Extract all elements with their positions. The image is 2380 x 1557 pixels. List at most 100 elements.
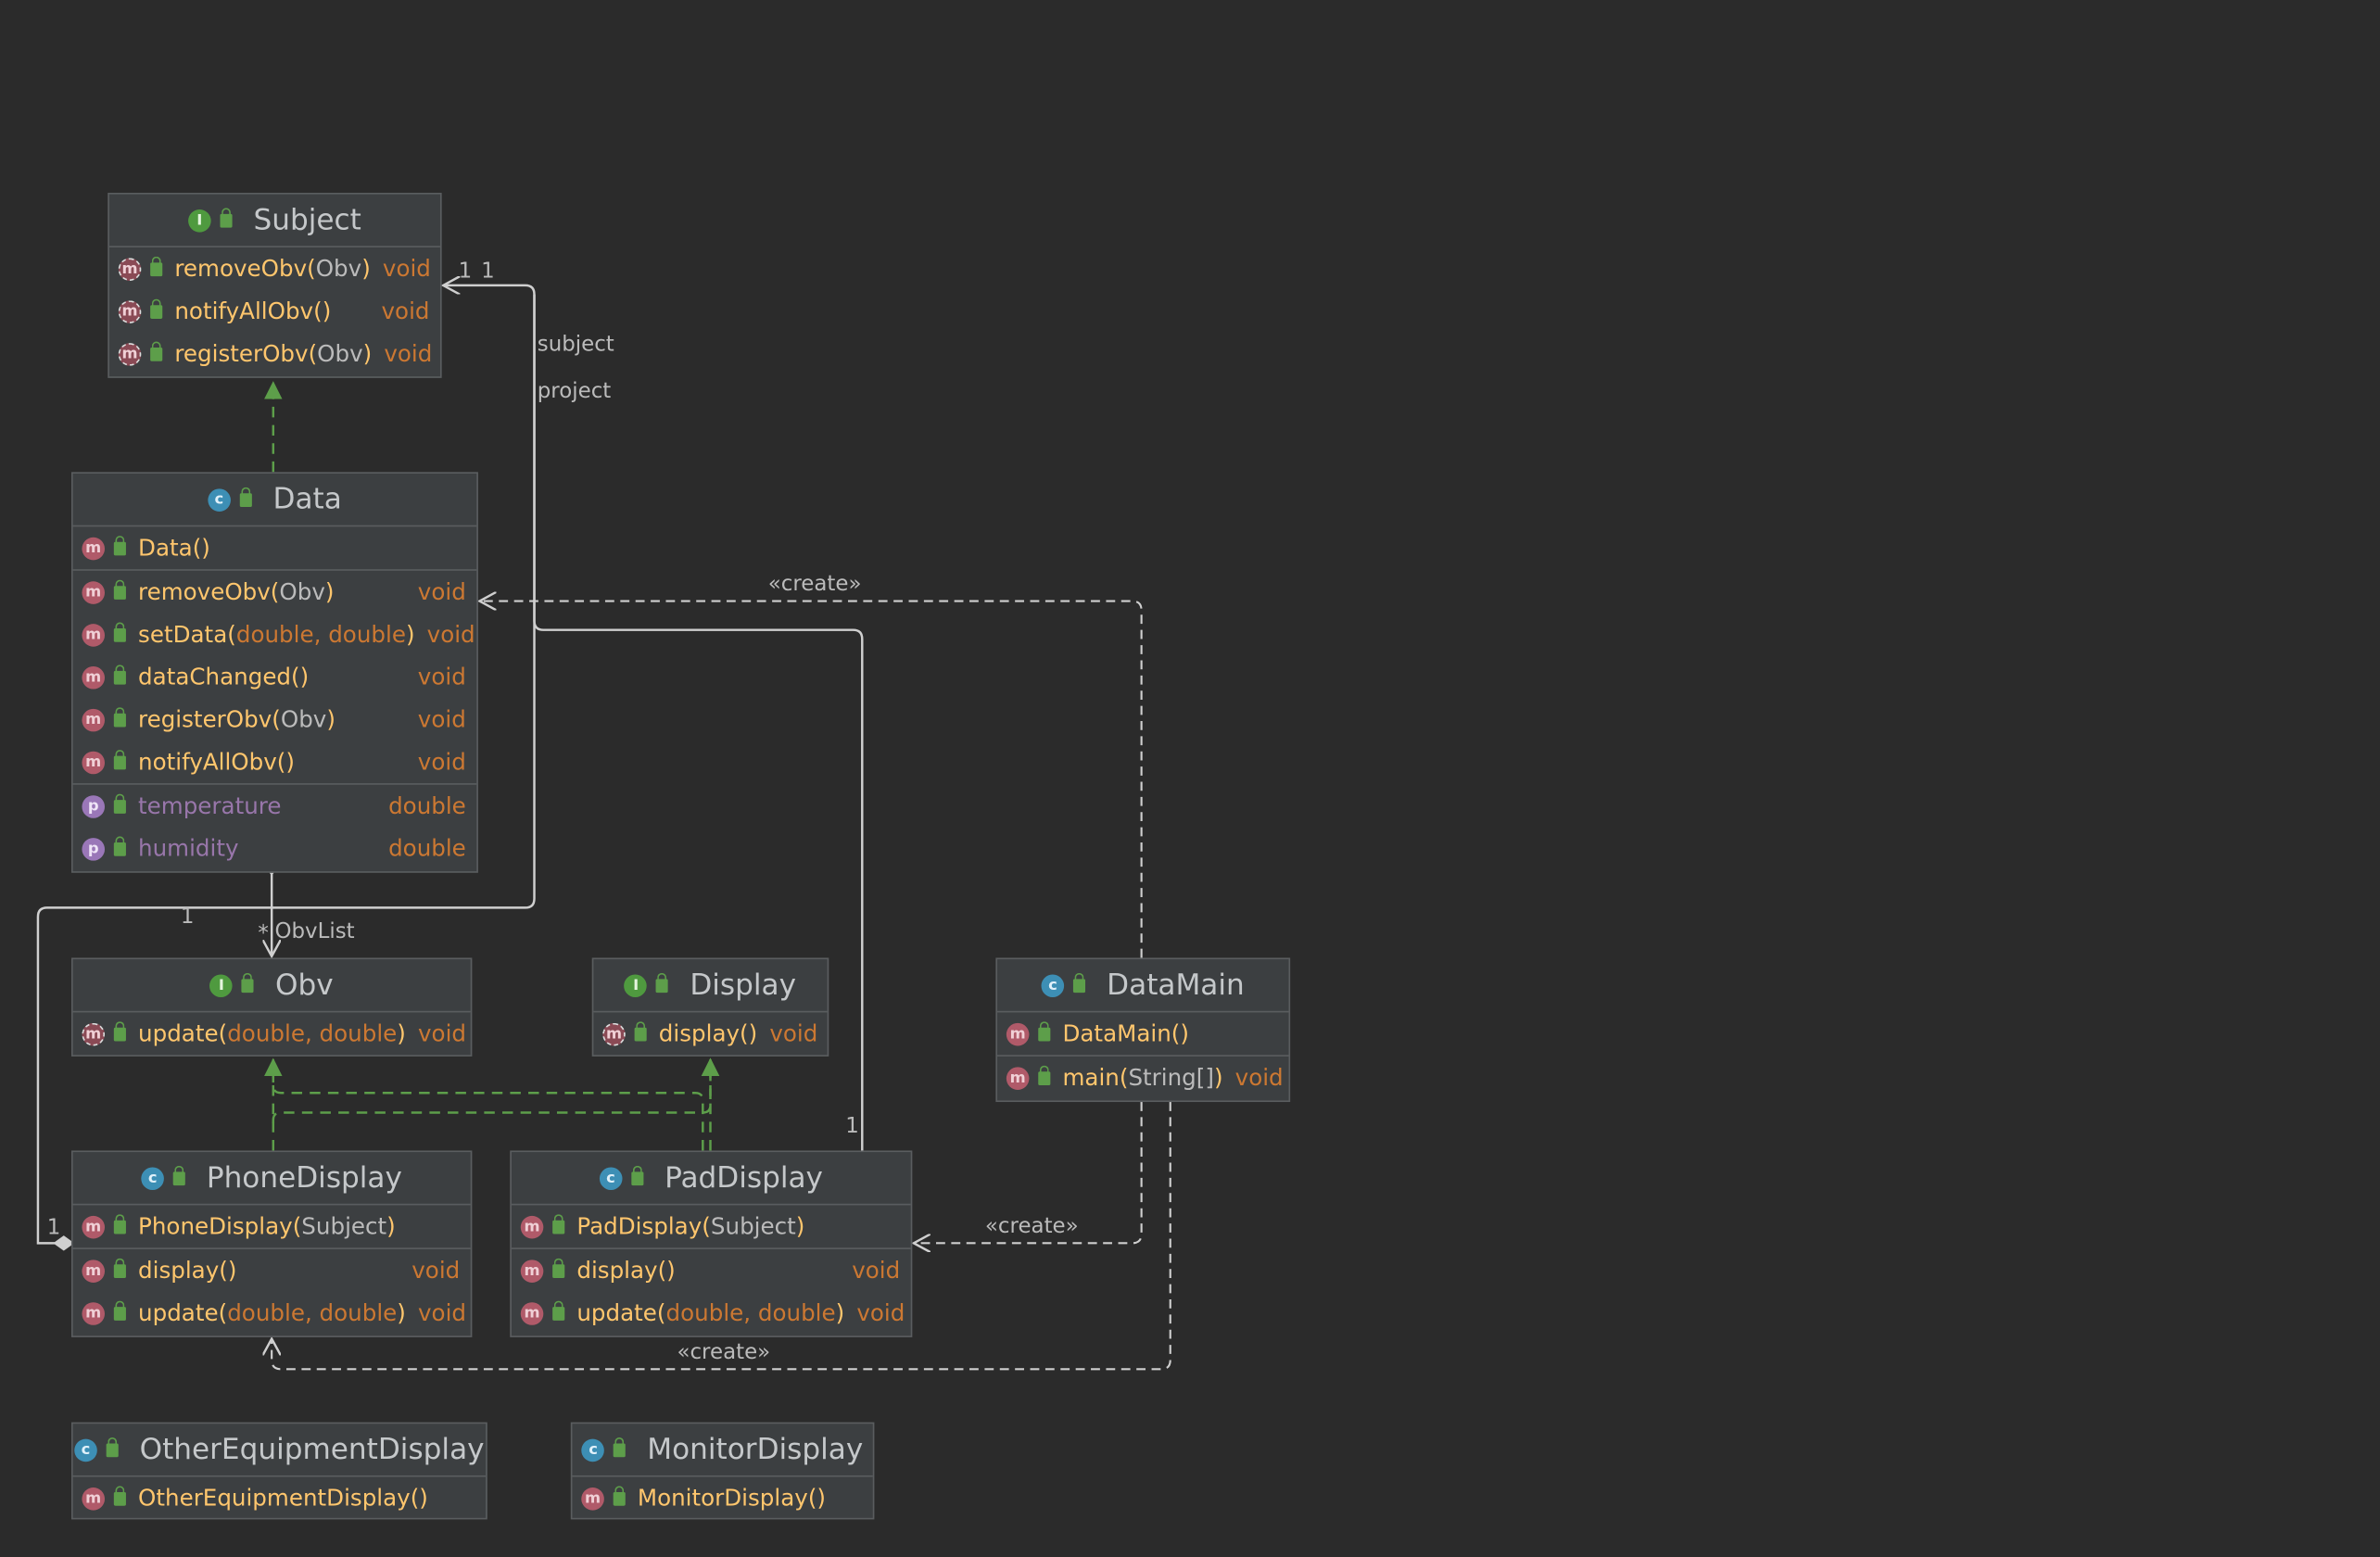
method-type: void xyxy=(856,1298,905,1327)
lock-icon xyxy=(1073,972,1086,993)
method-name: main xyxy=(1062,1064,1120,1092)
interface-icon: I xyxy=(624,973,648,997)
constructor-name: OtherEquipmentDisplay xyxy=(138,1484,411,1513)
class-subject-header[interactable]: I Subject xyxy=(108,195,440,247)
method-icon: m xyxy=(82,1215,106,1238)
method-row[interactable]: m registerObv(Obv) void xyxy=(109,333,440,375)
class-obv-header[interactable]: I Obv xyxy=(72,959,471,1013)
edge-pad-implements-obv xyxy=(272,1059,704,1151)
lock-icon xyxy=(552,1257,565,1278)
class-datamain[interactable]: c DataMain m DataMain() m main(String[])… xyxy=(995,957,1291,1103)
lock-icon xyxy=(634,1020,647,1041)
method-icon: m xyxy=(82,580,106,604)
method-row[interactable]: m display() void xyxy=(72,1247,471,1291)
method-row[interactable]: m main(String[]) void xyxy=(997,1055,1289,1098)
edge-label-one-b: 1 xyxy=(481,260,495,284)
class-subject[interactable]: I Subject m removeObv(Obv) void m notify… xyxy=(108,193,442,378)
constructor-row[interactable]: m OtherEquipmentDisplay() xyxy=(73,1477,486,1520)
edge-label-one-a: 1 xyxy=(459,260,473,284)
class-icon: c xyxy=(208,487,231,512)
method-name: display xyxy=(138,1257,220,1285)
class-monitordisplay[interactable]: c MonitorDisplay m MonitorDisplay() xyxy=(570,1422,875,1520)
constructor-row[interactable]: m Data() xyxy=(73,526,477,569)
constructor-row[interactable]: m DataMain() xyxy=(997,1012,1288,1055)
method-name: notifyAllObv xyxy=(174,297,314,325)
method-params: Obv xyxy=(280,705,327,734)
lock-icon xyxy=(113,621,126,641)
method-params: double, double xyxy=(227,1019,398,1048)
method-icon: m xyxy=(82,708,106,731)
method-type: void xyxy=(417,748,466,776)
class-phonedisplay[interactable]: c PhoneDisplay m PhoneDisplay(Subject) m… xyxy=(70,1150,473,1337)
class-paddisplay[interactable]: c PadDisplay m PadDisplay(Subject) m dis… xyxy=(510,1150,913,1337)
lock-icon xyxy=(113,835,126,855)
method-icon: m xyxy=(82,623,106,646)
class-phonedisplay-header[interactable]: c PhoneDisplay xyxy=(72,1152,471,1206)
class-data-header[interactable]: c Data xyxy=(72,474,477,527)
method-type: void xyxy=(418,1019,467,1048)
edge-phone-implements-display xyxy=(272,1057,720,1123)
lock-icon xyxy=(552,1299,565,1321)
lock-icon xyxy=(113,749,126,769)
field-name: humidity xyxy=(138,834,239,863)
method-icon: m xyxy=(82,1259,106,1283)
constructor-row[interactable]: m PadDisplay(Subject) xyxy=(512,1205,911,1247)
class-paddisplay-header[interactable]: c PadDisplay xyxy=(511,1152,911,1206)
method-params: String[] xyxy=(1128,1064,1214,1092)
method-icon: m xyxy=(520,1301,544,1324)
class-display[interactable]: I Display m display() void xyxy=(591,957,829,1057)
method-params: double, double xyxy=(665,1298,836,1327)
method-icon: m xyxy=(82,665,106,689)
edge-label-one-e: 1 xyxy=(47,1216,61,1240)
method-row[interactable]: m display() void xyxy=(593,1012,827,1055)
field-row[interactable]: p temperature double xyxy=(72,783,477,827)
class-display-header[interactable]: I Display xyxy=(593,959,828,1013)
lock-icon xyxy=(241,972,255,993)
method-row[interactable]: m update(double, double) void xyxy=(73,1012,471,1055)
method-row[interactable]: m dataChanged() void xyxy=(73,656,477,699)
method-row[interactable]: m display() void xyxy=(511,1247,911,1291)
method-icon: m xyxy=(1006,1022,1030,1045)
method-row[interactable]: m update(double, double) void xyxy=(512,1292,911,1335)
class-obv[interactable]: I Obv m update(double, double) void xyxy=(70,957,473,1057)
method-row[interactable]: m registerObv(Obv) void xyxy=(73,698,477,741)
method-name: notifyAllObv xyxy=(138,748,277,776)
class-name: OtherEquipmentDisplay xyxy=(139,1433,485,1467)
method-row[interactable]: m update(double, double) void xyxy=(73,1292,471,1335)
constructor-params: Subject xyxy=(710,1212,796,1241)
method-row[interactable]: m setData(double, double) void xyxy=(73,614,477,656)
method-type: void xyxy=(417,705,466,734)
field-type: double xyxy=(388,791,466,820)
method-icon: m xyxy=(520,1215,544,1238)
lock-icon xyxy=(150,297,163,319)
class-data[interactable]: c Data m Data() m removeObv(Obv) void m … xyxy=(70,472,478,873)
edge-label-create-pad: «create» xyxy=(985,1214,1079,1238)
edge-label-create-data: «create» xyxy=(768,572,862,596)
method-icon: m xyxy=(82,1487,106,1510)
constructor-params: Subject xyxy=(301,1212,387,1241)
method-row[interactable]: m notifyAllObv() void xyxy=(73,741,477,783)
field-row[interactable]: p humidity double xyxy=(73,828,477,870)
method-type: void xyxy=(417,663,466,691)
constructor-row[interactable]: m PhoneDisplay(Subject) xyxy=(73,1205,471,1247)
method-type: void xyxy=(381,297,430,325)
class-otherequipmentdisplay[interactable]: c OtherEquipmentDisplay m OtherEquipment… xyxy=(70,1422,487,1520)
method-type: void xyxy=(769,1019,818,1048)
edge-pad-project-association xyxy=(533,294,870,1171)
class-name: Data xyxy=(272,482,342,516)
constructor-row[interactable]: m MonitorDisplay() xyxy=(572,1477,872,1520)
method-row[interactable]: m removeObv(Obv) void xyxy=(72,569,477,613)
class-name: PhoneDisplay xyxy=(206,1160,402,1195)
method-type: void xyxy=(852,1257,901,1285)
class-otherequipmentdisplay-header[interactable]: c OtherEquipmentDisplay xyxy=(72,1424,487,1477)
method-row[interactable]: m notifyAllObv() void xyxy=(109,290,440,333)
method-type: void xyxy=(1234,1064,1284,1092)
class-monitordisplay-header[interactable]: c MonitorDisplay xyxy=(572,1424,873,1477)
edge-datamain-creates-pad xyxy=(914,1102,1143,1243)
abstract-method-icon: m xyxy=(602,1022,626,1045)
method-icon: m xyxy=(520,1259,544,1283)
class-datamain-header[interactable]: c DataMain xyxy=(997,959,1289,1013)
edge-datamain-creates-data xyxy=(480,601,1143,958)
method-row[interactable]: m removeObv(Obv) void xyxy=(109,247,440,290)
method-params: double, double xyxy=(235,620,406,649)
